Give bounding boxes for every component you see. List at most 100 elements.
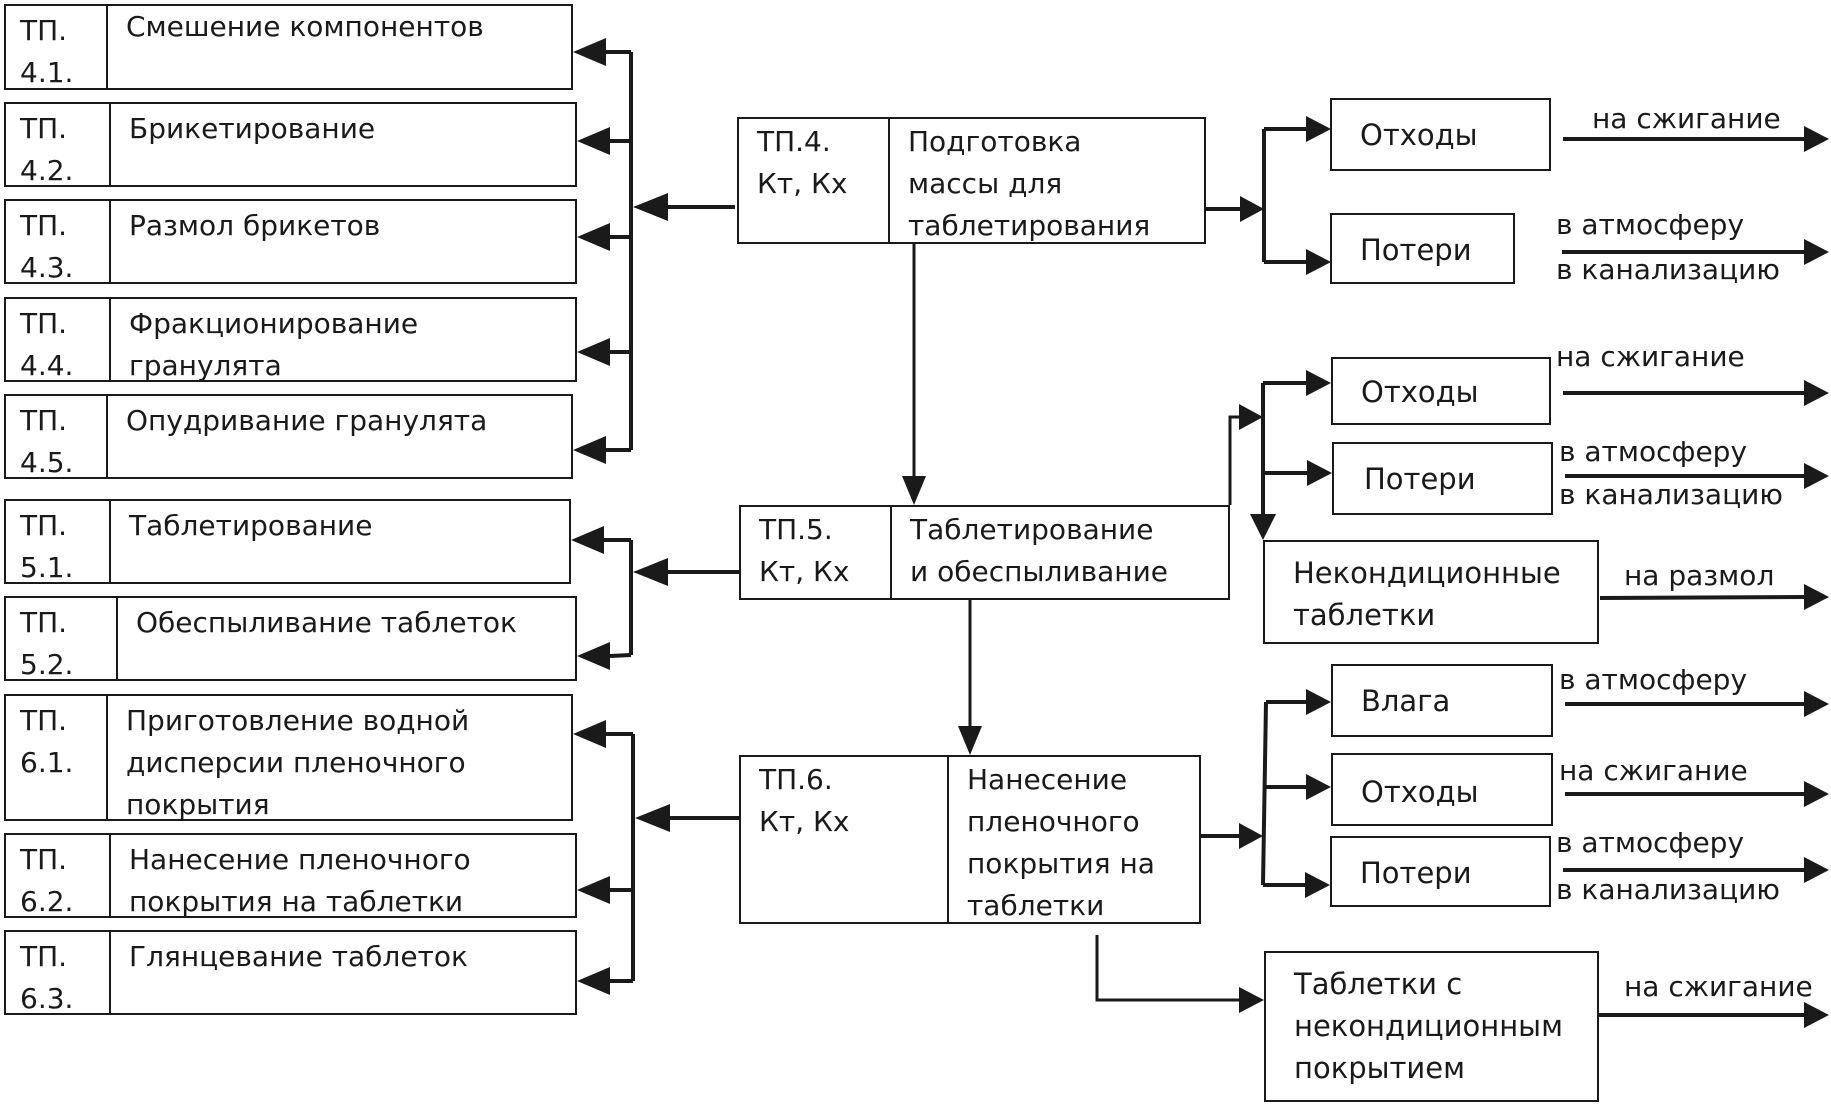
process-box-4-5: ТП. 4.5. Опудривание гранулята	[4, 394, 573, 479]
process-title: Опудривание гранулята	[126, 404, 488, 437]
stage-code: ТП.5. Кт, Кх	[741, 507, 892, 598]
output-box-poteri: Потери	[1330, 836, 1551, 907]
arrowhead	[573, 720, 606, 748]
arrowhead	[1239, 823, 1263, 849]
process-code: ТП. 4.1.	[6, 6, 108, 89]
process-code: ТП. 4.2.	[6, 104, 111, 187]
arrowhead	[573, 38, 606, 66]
arrowhead	[1239, 404, 1263, 430]
arrowhead	[958, 726, 982, 755]
process-box-5-1: ТП. 5.1. Таблетирование	[4, 499, 571, 584]
destination-label: в атмосферу	[1556, 208, 1745, 241]
arrowhead	[1306, 370, 1331, 396]
process-code: ТП. 5.1.	[6, 501, 111, 584]
process-box-4-1: ТП. 4.1. Смешение компонентов	[4, 4, 573, 90]
stage-title: Таблетирование и обеспыливание	[910, 513, 1169, 588]
output-box-substandard-tablets: Некондиционные таблетки	[1263, 540, 1599, 644]
output-box-poteri: Потери	[1330, 213, 1515, 284]
destination-label: в канализацию	[1556, 873, 1780, 906]
process-title: Обеспыливание таблеток	[136, 606, 517, 639]
process-box-6-2: ТП. 6.2. Нанесение пленочного покрытия н…	[4, 833, 577, 918]
arrowhead	[1305, 872, 1330, 898]
stage-code: ТП.4. Кт, Кх	[739, 119, 890, 242]
arrowhead	[635, 804, 670, 832]
process-code: ТП. 4.3.	[6, 201, 111, 284]
destination-label: на сжигание	[1592, 102, 1781, 135]
destination-label: на сжигание	[1556, 340, 1745, 373]
process-title: Таблетирование	[129, 509, 373, 542]
stage-box-tp5: ТП.5. Кт, Кх Таблетирование и обеспылива…	[739, 505, 1230, 600]
destination-label: в атмосферу	[1559, 435, 1748, 468]
destination-label: на сжигание	[1624, 970, 1813, 1003]
process-box-6-3: ТП. 6.3. Глянцевание таблеток	[4, 930, 577, 1015]
stage-box-tp4: ТП.4. Кт, Кх Подготовка массы для таблет…	[737, 117, 1206, 244]
process-box-4-4: ТП. 4.4. Фракционирование гранулята	[4, 297, 577, 382]
arrowhead	[633, 193, 668, 221]
process-title: Фракционирование гранулята	[129, 307, 419, 382]
stage-title: Нанесение пленочного покрытия на таблетк…	[967, 763, 1155, 922]
process-title: Смешение компонентов	[126, 10, 484, 43]
arrowhead	[573, 436, 606, 464]
process-title: Брикетирование	[129, 112, 376, 145]
arrowhead	[1804, 584, 1829, 610]
connector-tp6-right	[1261, 701, 1268, 886]
arrowhead	[1239, 987, 1264, 1013]
arrowhead	[1804, 781, 1829, 807]
riser-tp5-right	[1228, 415, 1240, 505]
arrowhead	[1307, 460, 1332, 486]
process-code: ТП. 6.1.	[6, 696, 108, 819]
output-box-coated-substandard: Таблетки с некондиционным покрытием	[1264, 951, 1599, 1102]
process-box-5-2: ТП. 5.2. Обеспыливание таблеток	[4, 596, 577, 681]
arrowhead	[1804, 126, 1829, 152]
arrowhead	[577, 642, 610, 670]
arrowhead	[577, 967, 610, 995]
destination-label: в атмосферу	[1559, 663, 1748, 696]
output-box-vlaga: Влага	[1331, 664, 1553, 737]
arrowhead	[577, 127, 610, 155]
arrowhead	[1250, 514, 1276, 540]
process-title: Глянцевание таблеток	[129, 940, 468, 973]
arrowhead	[902, 476, 926, 505]
destination-label: в канализацию	[1556, 253, 1780, 286]
arrowhead	[1804, 380, 1829, 406]
arrowhead	[577, 876, 610, 904]
output-box-otkhody: Отходы	[1331, 753, 1553, 826]
destination-label: на сжигание	[1559, 754, 1748, 787]
process-box-4-3: ТП. 4.3. Размол брикетов	[4, 199, 577, 284]
arrowhead	[1306, 689, 1331, 715]
process-code: ТП. 4.4.	[6, 299, 111, 382]
arrowhead	[633, 558, 668, 586]
arrowhead	[1306, 774, 1331, 800]
arrowhead	[577, 223, 610, 251]
arrowhead	[1306, 249, 1331, 275]
process-box-6-1: ТП. 6.1. Приготовление водной дисперсии …	[4, 694, 573, 821]
destination-label: в атмосферу	[1556, 826, 1745, 859]
stage-title: Подготовка массы для таблетирования	[908, 125, 1151, 242]
output-box-otkhody: Отходы	[1330, 98, 1551, 171]
arrowhead	[1306, 116, 1331, 142]
arrowhead	[1804, 691, 1829, 717]
process-title: Нанесение пленочного покрытия на таблетк…	[129, 843, 471, 918]
stage-box-tp6: ТП.6. Кт, Кх Нанесение пленочного покрыт…	[739, 755, 1201, 924]
arrowhead	[1804, 239, 1829, 265]
stage-code: ТП.6. Кт, Кх	[741, 757, 949, 922]
arrow-to-5-2	[609, 653, 632, 658]
destination-label: на размол	[1624, 559, 1775, 592]
process-code: ТП. 6.3.	[6, 932, 111, 1015]
arrowhead	[1804, 1002, 1829, 1028]
arrowhead	[1804, 463, 1829, 489]
arrowhead	[1804, 857, 1829, 883]
arrow-tp6-to-coated	[1095, 935, 1240, 1002]
process-code: ТП. 5.2.	[6, 598, 118, 681]
process-title: Приготовление водной дисперсии пленочног…	[126, 704, 470, 821]
arrowhead	[571, 526, 604, 554]
process-box-4-2: ТП. 4.2. Брикетирование	[4, 102, 577, 187]
output-box-otkhody: Отходы	[1331, 357, 1551, 425]
arrowhead	[1240, 196, 1264, 222]
arrowhead	[577, 338, 610, 366]
out-arrow-nekond	[1599, 595, 1807, 600]
output-box-poteri: Потери	[1332, 442, 1553, 515]
process-code: ТП. 6.2.	[6, 835, 111, 918]
destination-label: в канализацию	[1559, 478, 1783, 511]
